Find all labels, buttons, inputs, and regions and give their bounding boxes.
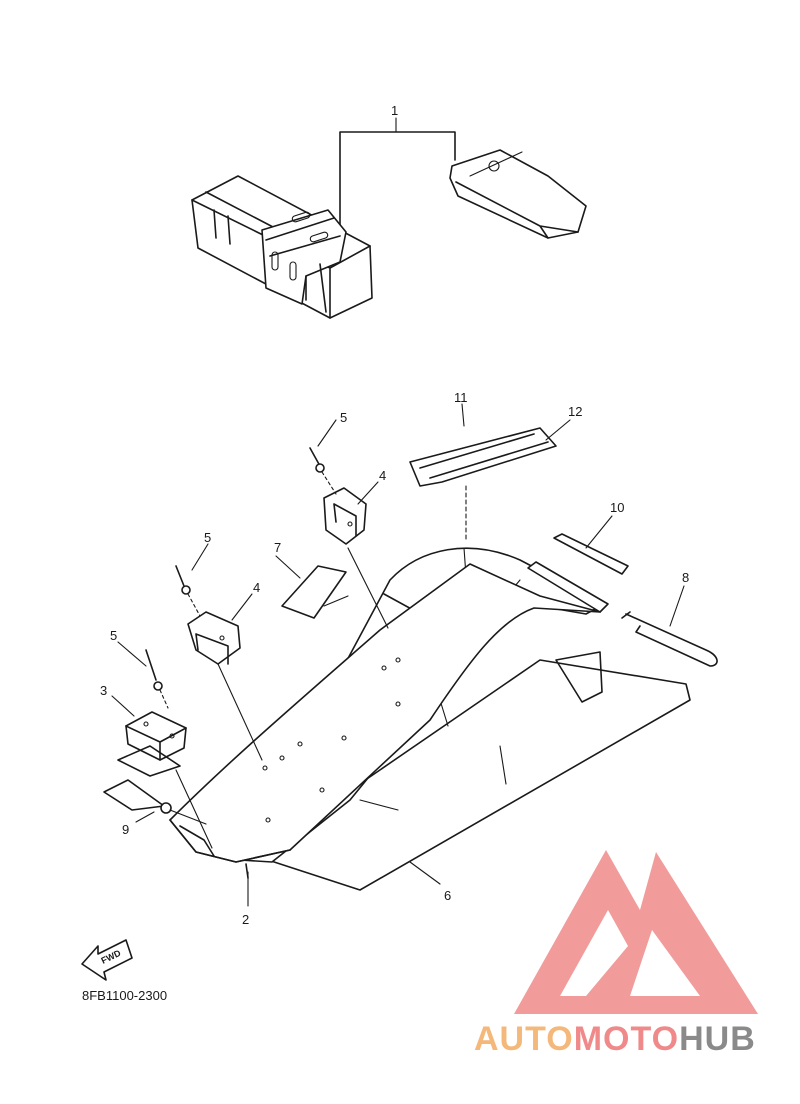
watermark-logo-icon (514, 850, 758, 1014)
callout-12: 12 (568, 404, 582, 419)
part-1-tool-case (191, 131, 587, 319)
callout-6: 6 (444, 888, 451, 903)
callout-7: 7 (274, 540, 281, 555)
callout-1: 1 (391, 103, 398, 118)
callout-4-lower: 4 (253, 580, 260, 595)
callout-8: 8 (682, 570, 689, 585)
part-9-stay (103, 769, 213, 849)
watermark-brand: AUTOMOTOHUB (474, 1020, 756, 1058)
callout-3: 3 (100, 683, 107, 698)
watermark-brand-auto: AUTO (474, 1020, 574, 1058)
callout-5-low: 5 (110, 628, 117, 643)
callout-labels: 1 2 3 4 4 5 5 5 6 7 8 9 10 11 12 (100, 103, 689, 927)
part-11-12-pad (409, 427, 557, 541)
callout-5-mid: 5 (204, 530, 211, 545)
part-4-bracket-upper (323, 487, 389, 629)
part-5-rivet-mid (175, 565, 201, 617)
part-8-wire-hook (621, 611, 718, 667)
part-5-rivet-low (145, 649, 169, 709)
callout-4-upper: 4 (379, 468, 386, 483)
callout-5-top: 5 (340, 410, 347, 425)
part-10-strip (527, 533, 629, 613)
leader-lines (111, 117, 685, 907)
part-2-frame-tray (169, 563, 601, 879)
part-code: 8FB1100-2300 (82, 988, 167, 1003)
callout-10: 10 (610, 500, 624, 515)
callout-2: 2 (242, 912, 249, 927)
watermark-brand-moto: MOTO (574, 1020, 679, 1058)
callout-9: 9 (122, 822, 129, 837)
watermark-brand-hub: HUB (679, 1020, 756, 1058)
fwd-arrow-icon: FWD (81, 939, 133, 981)
part-7-label (281, 565, 349, 619)
part-4-bracket-lower (187, 611, 263, 761)
part-5-rivet-top (309, 447, 337, 495)
callout-11: 11 (454, 390, 468, 405)
part-3-clip (117, 711, 187, 777)
